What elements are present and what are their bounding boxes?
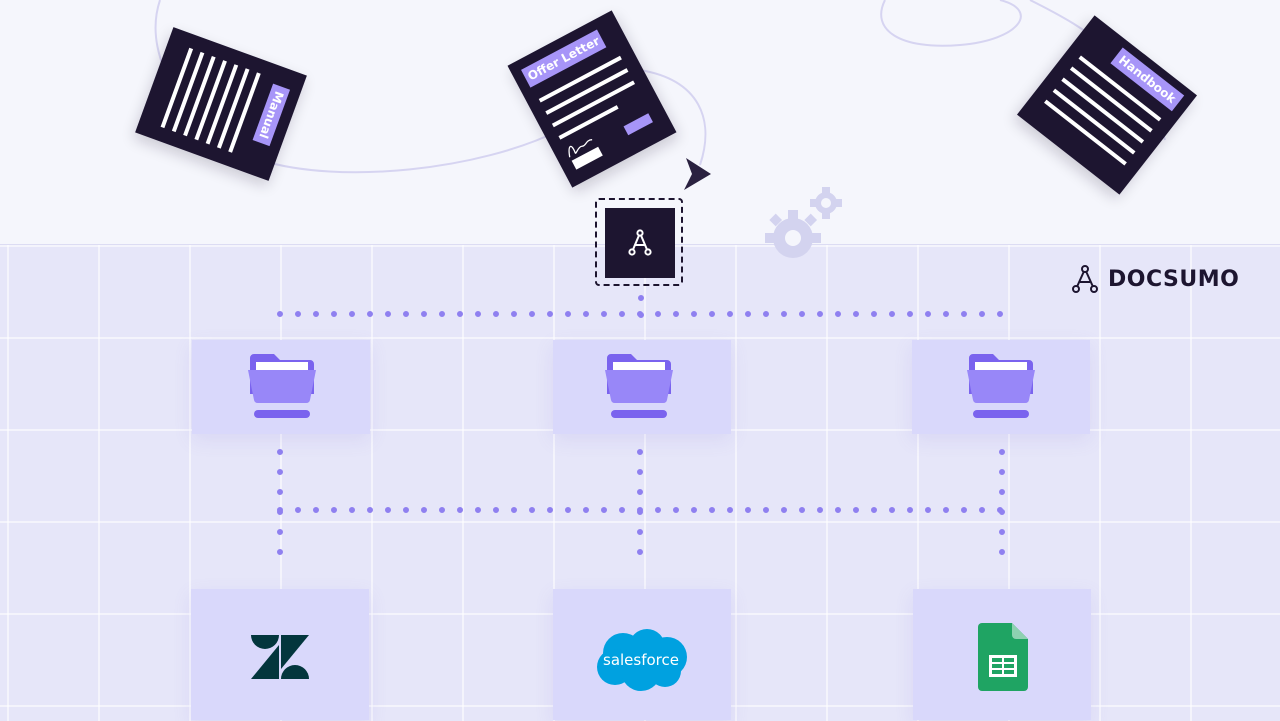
folder-icon: [248, 354, 316, 418]
flow-curve-top-right: [880, 0, 1022, 47]
offer-letter-document: Offer Letter: [507, 10, 677, 188]
folder-tile[interactable]: [553, 340, 731, 434]
salesforce-wordmark: salesforce: [603, 651, 679, 669]
google-sheets-tile[interactable]: [913, 589, 1091, 720]
flow-curve-arrow: [639, 69, 707, 166]
folder-icon: [605, 354, 673, 418]
gear-icon: [765, 210, 821, 258]
salesforce-tile[interactable]: salesforce: [553, 589, 731, 720]
small-gear-icon: [810, 187, 842, 219]
folder-icon: [967, 354, 1035, 418]
folder-tile[interactable]: [192, 340, 370, 434]
zendesk-tile[interactable]: [191, 589, 369, 720]
center-node-frame: [595, 198, 683, 286]
brand-name: DOCSUMO: [1108, 266, 1240, 292]
pointer-arrow-icon: [684, 158, 711, 190]
signature-icon: [568, 139, 593, 158]
brand: DOCSUMO: [1070, 264, 1239, 294]
manual-label: Manual: [252, 83, 291, 147]
docsumo-brand-icon: [1072, 265, 1098, 293]
center-node: [605, 208, 675, 278]
zendesk-logo: [251, 635, 309, 679]
docsumo-logo-icon: [628, 229, 652, 256]
salesforce-logo: salesforce: [597, 629, 687, 691]
folder-tile[interactable]: [912, 340, 1090, 434]
google-sheets-logo: [978, 623, 1028, 691]
